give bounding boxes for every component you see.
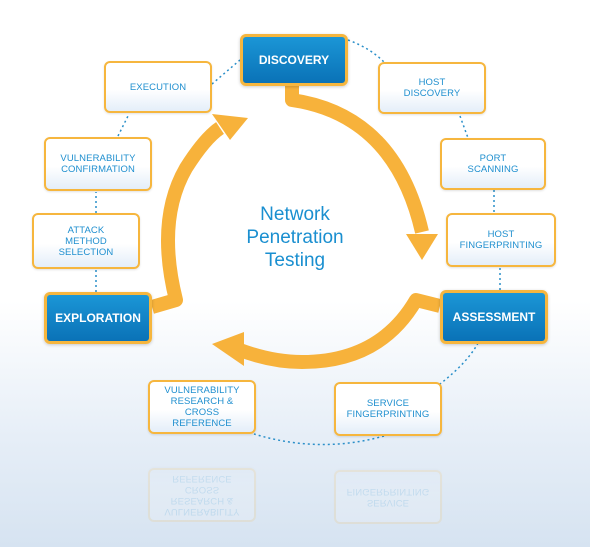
attack-method-selection-label: ATTACK METHOD SELECTION [58,224,114,258]
host-fingerprinting-node: HOST FINGERPRINTING [446,213,556,267]
assessment-label: ASSESSMENT [452,310,536,324]
connector-host-discovery-to-port-scanning [459,115,469,139]
port-scanning-node: PORT SCANNING [440,138,546,190]
discovery-label: DISCOVERY [258,53,330,67]
connector-assessment-to-service-fingerprinting [439,342,479,385]
connector-service-to-vulnerability-research [253,433,385,446]
exploration-label: EXPLORATION [55,311,141,325]
exploration-node: EXPLORATION [44,292,152,344]
connector-execution-to-discovery [211,59,241,85]
service-fingerprinting-label: SERVICE FINGERPRINTING [346,398,430,420]
assessment-node: ASSESSMENT [440,290,548,344]
attack-method-selection-node: ATTACK METHOD SELECTION [32,213,140,269]
arrow-head-exploration [212,332,244,366]
vulnerability-research-reflection: VULNERABILITY RESEARCH & CROSS REFERENCE [148,468,256,522]
arrow-assessment-to-exploration [237,293,442,369]
vulnerability-research-node: VULNERABILITY RESEARCH & CROSS REFERENCE [148,380,256,434]
vulnerability-confirmation-node: VULNERABILITY CONFIRMATION [44,137,152,191]
discovery-node: DISCOVERY [240,34,348,86]
arrow-discovery-to-assessment [285,86,429,234]
arrow-head-assessment [406,234,438,260]
port-scanning-label: PORT SCANNING [467,153,519,175]
arrow-head-discovery [212,114,248,140]
connector-discovery-to-host-discovery [347,39,385,63]
service-fingerprinting-node: SERVICE FINGERPRINTING [334,382,442,436]
service-fingerprinting-reflection: SERVICE FINGERPRINTING [334,470,442,524]
arrow-exploration-to-discovery [150,122,225,314]
execution-node: EXECUTION [104,61,212,113]
diagram-title: Network Penetration Testing [246,204,344,271]
host-discovery-node: HOST DISCOVERY [378,62,486,114]
vulnerability-research-reflection-label: VULNERABILITY RESEARCH & CROSS REFERENCE [164,473,240,517]
vulnerability-research-label: VULNERABILITY RESEARCH & CROSS REFERENCE [164,385,240,429]
vulnerability-confirmation-label: VULNERABILITY CONFIRMATION [60,153,136,175]
service-fingerprinting-reflection-label: SERVICE FINGERPRINTING [346,486,430,508]
connector-confirmation-to-execution [117,115,129,137]
host-fingerprinting-label: HOST FINGERPRINTING [459,229,543,251]
execution-label: EXECUTION [129,81,187,93]
host-discovery-label: HOST DISCOVERY [403,77,461,99]
